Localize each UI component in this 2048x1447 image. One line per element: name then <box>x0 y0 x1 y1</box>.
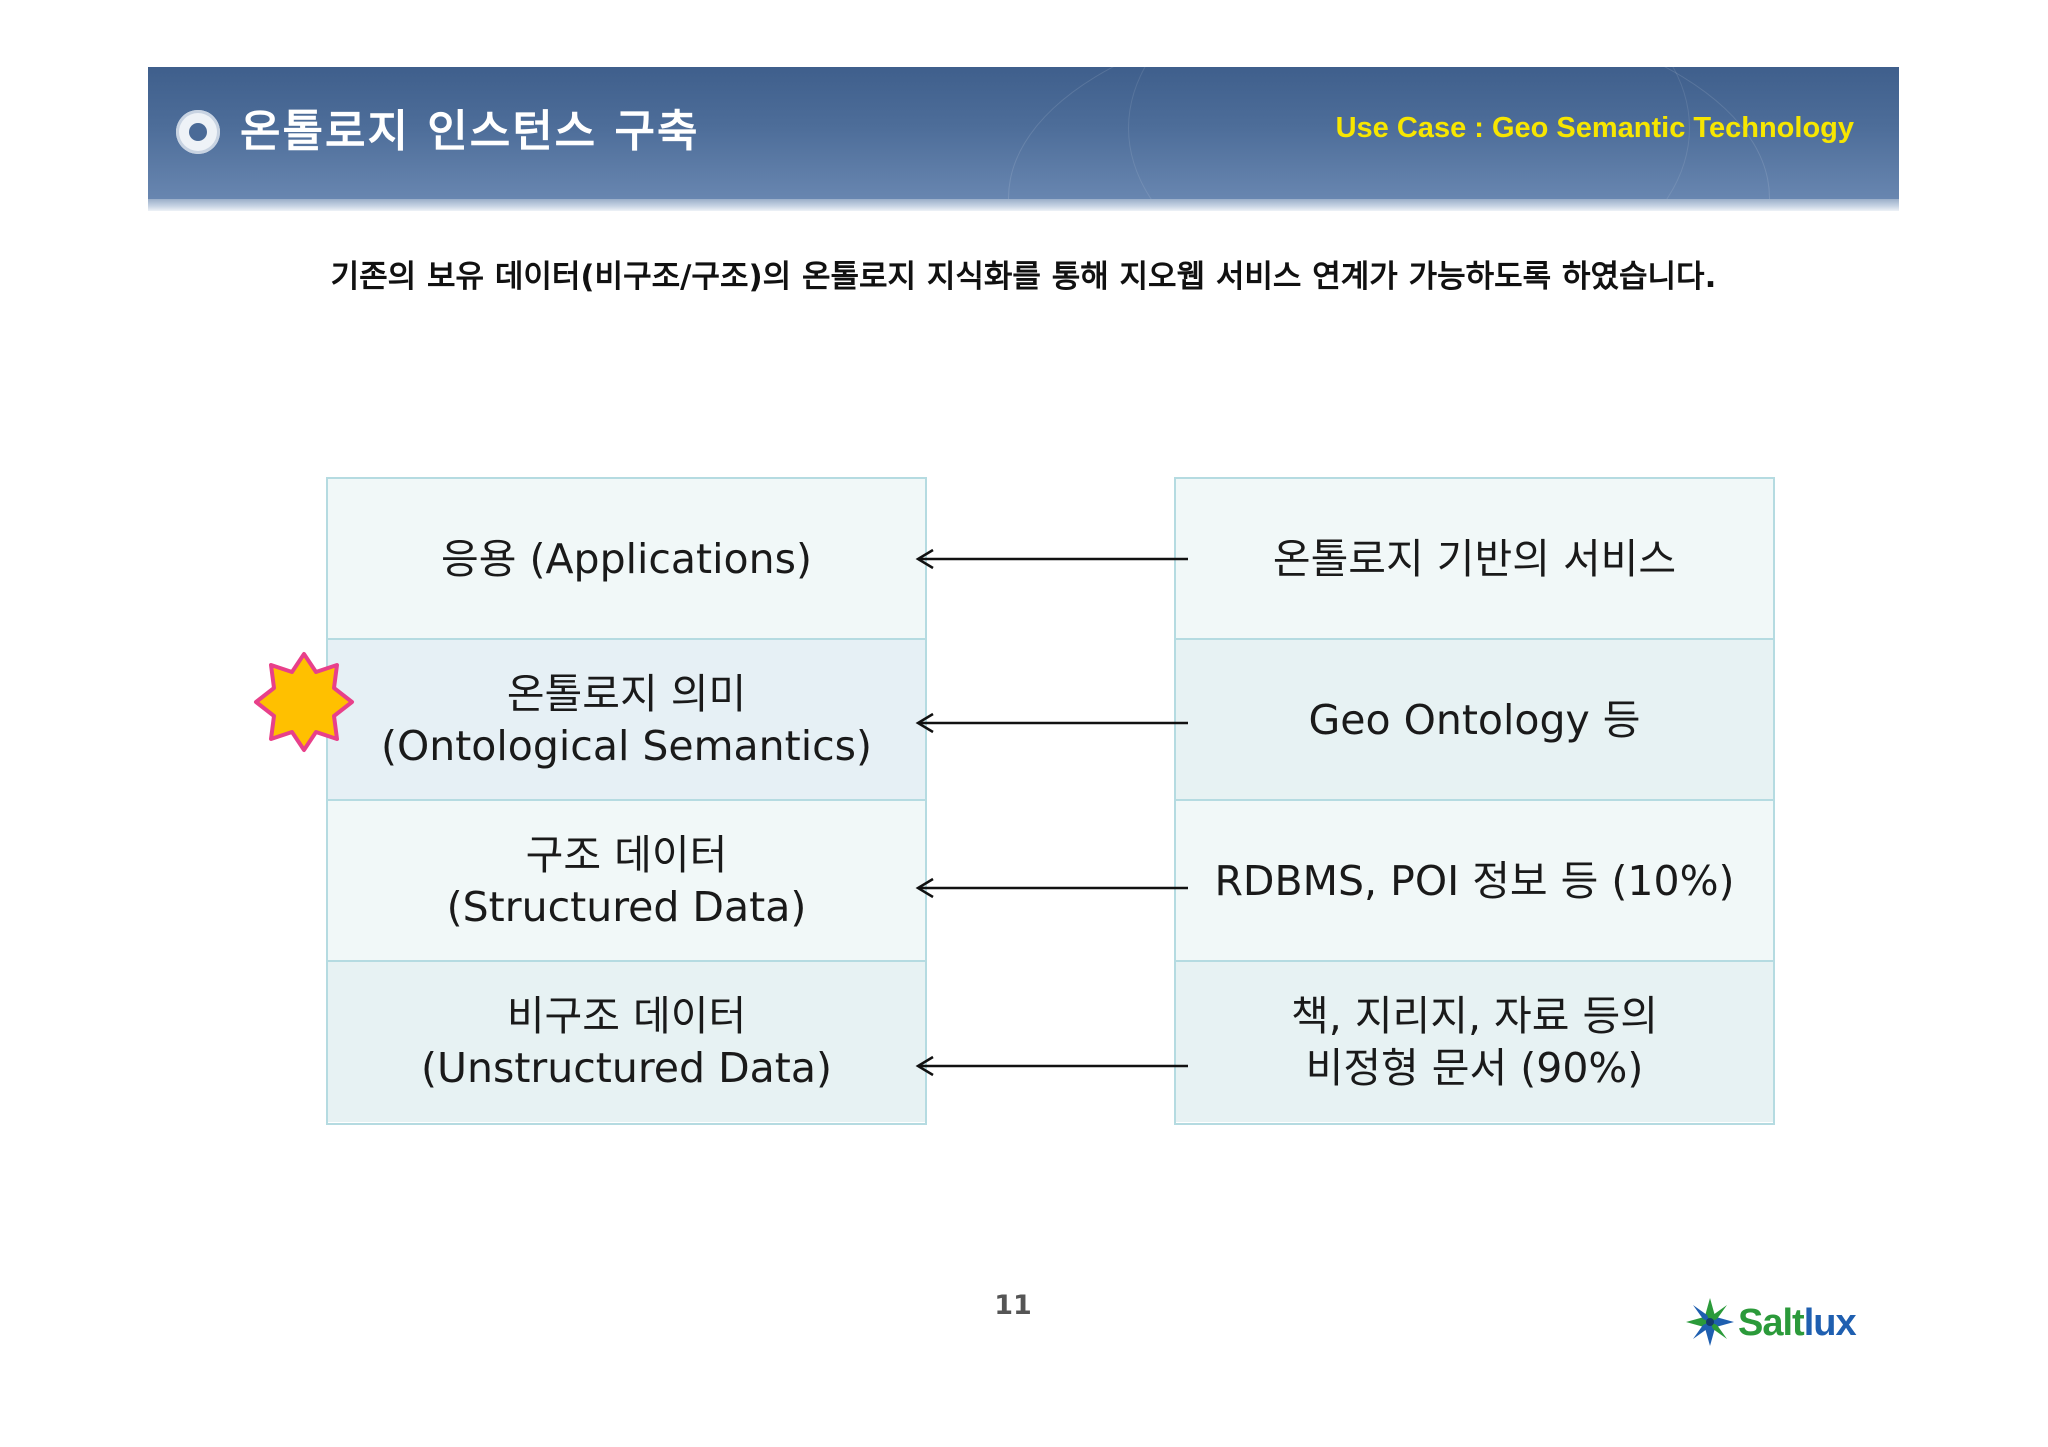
layer-label: 응용 (Applications) <box>441 534 812 583</box>
header-underline <box>148 199 1899 211</box>
source-label-2: 비정형 문서 (90%) <box>1305 1044 1644 1092</box>
star-burst-icon <box>254 652 354 752</box>
layer-label: 비구조 데이터 <box>506 992 747 1040</box>
source-label: Geo Ontology 등 <box>1308 695 1641 744</box>
layer-applications: 응용 (Applications) <box>328 479 925 640</box>
source-column-right: 온톨로지 기반의 서비스 Geo Ontology 등 RDBMS, POI 정… <box>1174 477 1775 1125</box>
saltlux-logo-text: Saltlux <box>1738 1298 1857 1348</box>
header-decoration <box>1128 67 1690 199</box>
layer-label-en: (Unstructured Data) <box>420 1044 832 1092</box>
logo-text-part: Salt <box>1738 1302 1805 1344</box>
source-unstructured-docs: 책, 지리지, 자료 등의 비정형 문서 (90%) <box>1176 962 1773 1122</box>
title-bullet-icon <box>176 110 220 154</box>
arrow-left-icon <box>915 712 1188 734</box>
arrow-left-icon <box>915 877 1188 899</box>
saltlux-logo-icon <box>1686 1298 1734 1346</box>
layer-unstructured-data: 비구조 데이터 (Unstructured Data) <box>328 962 925 1122</box>
source-label: 책, 지리지, 자료 등의 <box>1291 992 1658 1040</box>
slide-title: 온톨로지 인스턴스 구축 <box>240 106 700 157</box>
arrow-left-icon <box>915 548 1188 570</box>
source-label: RDBMS, POI 정보 등 (10%) <box>1214 856 1735 905</box>
layer-column-left: 응용 (Applications) 온톨로지 의미 (Ontological S… <box>326 477 927 1125</box>
source-rdbms-poi: RDBMS, POI 정보 등 (10%) <box>1176 801 1773 962</box>
use-case-label: Use Case : Geo Semantic Technology <box>1335 112 1854 144</box>
source-geo-ontology: Geo Ontology 등 <box>1176 640 1773 801</box>
source-label: 온톨로지 기반의 서비스 <box>1272 534 1677 583</box>
header-bar <box>148 67 1899 199</box>
layer-label: 온톨로지 의미 <box>506 669 747 718</box>
source-ontology-services: 온톨로지 기반의 서비스 <box>1176 479 1773 640</box>
layer-label-en: (Structured Data) <box>446 882 807 931</box>
layer-ontological-semantics: 온톨로지 의미 (Ontological Semantics) <box>328 640 925 801</box>
page-number: 11 <box>994 1290 1032 1321</box>
slide-subtitle: 기존의 보유 데이터(비구조/구조)의 온톨로지 지식화를 통해 지오웹 서비스… <box>330 259 1717 295</box>
arrow-left-icon <box>915 1055 1188 1077</box>
layer-label: 구조 데이터 <box>525 830 728 879</box>
layer-structured-data: 구조 데이터 (Structured Data) <box>328 801 925 962</box>
logo-text-part: lux <box>1803 1302 1857 1344</box>
layer-label-en: (Ontological Semantics) <box>380 721 873 770</box>
